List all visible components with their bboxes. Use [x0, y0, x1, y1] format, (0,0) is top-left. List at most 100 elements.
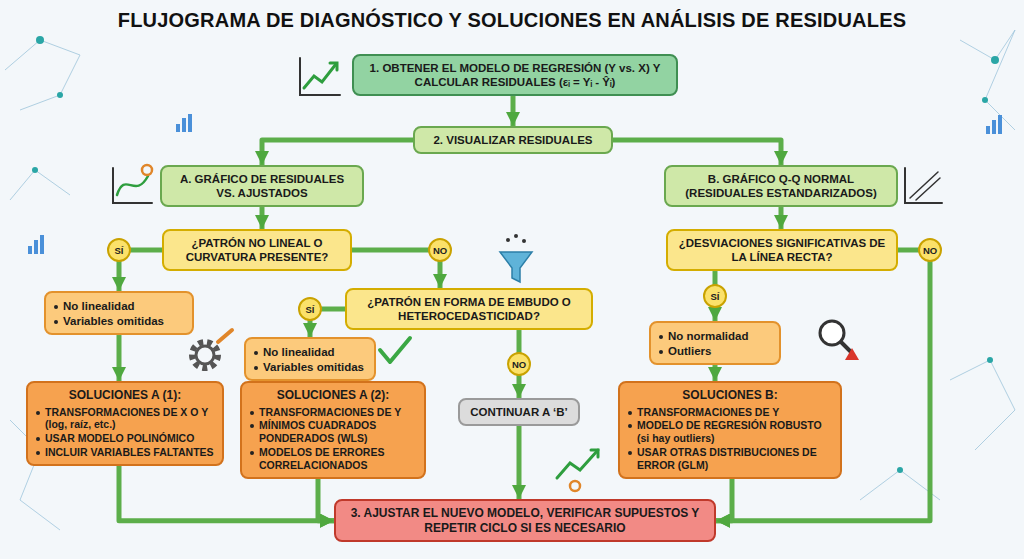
growth-icon	[557, 450, 598, 491]
item-text: No linealidad	[263, 345, 335, 359]
bar	[986, 126, 990, 134]
trend-arrow	[330, 63, 337, 70]
box-heading: SOLUCIONES A (1):	[36, 388, 214, 403]
item-text: TRANSFORMACIONES DE Y	[259, 406, 401, 419]
wrench	[218, 330, 232, 342]
branch-label: NO	[428, 238, 452, 262]
item-text: INCLUIR VARIABLES FALTANTES	[45, 446, 214, 459]
residual-icon	[113, 165, 152, 203]
bullet-dot	[36, 437, 40, 441]
decision-box: ¿DESVIACIONES SIGNIFICATIVAS DE LA LÍNEA…	[666, 229, 898, 271]
bullet-dot	[250, 424, 254, 428]
bullet-dot	[628, 424, 632, 428]
funnel	[500, 252, 532, 282]
branch-label: SÍ	[298, 297, 322, 321]
list-item: USAR MODELO POLINÓMICO	[36, 432, 214, 445]
curve	[117, 176, 148, 195]
box-text: ¿PATRÓN EN FORMA DE EMBUDO O HETEROCEDAS…	[355, 295, 583, 323]
network-dot	[982, 97, 988, 103]
box-text: 2. VISUALIZAR RESIDUALES	[423, 133, 603, 147]
flow-connector	[779, 207, 784, 229]
bar	[34, 240, 38, 254]
solution-box: SOLUCIONES B:TRANSFORMACIONES DE YMODELO…	[618, 381, 842, 479]
item-text: TRANSFORMACIONES DE Y	[637, 406, 779, 419]
network-dot	[36, 36, 44, 44]
bullet-dot	[36, 411, 40, 415]
gear	[570, 481, 580, 491]
funnel-dot	[506, 238, 510, 242]
check-mark	[380, 338, 410, 362]
branch-label: SÍ	[703, 284, 727, 308]
item-text: Outliers	[668, 344, 711, 358]
bullet-dot	[659, 335, 663, 339]
funnel-icon	[500, 234, 532, 282]
process-box: 1. OBTENER EL MODELO DE REGRESIÓN (Y vs.…	[352, 54, 678, 96]
branch-label: SÍ	[107, 238, 131, 262]
bullet-dot	[36, 451, 40, 455]
item-text: Variables omitidas	[63, 314, 164, 328]
result-box: 3. AJUSTAR EL NUEVO MODELO, VERIFICAR SU…	[334, 499, 716, 542]
network-line	[960, 30, 1015, 130]
warning	[845, 348, 859, 360]
bullet-dot	[250, 411, 254, 415]
list-item: Variables omitidas	[54, 314, 184, 328]
plot-box: B. GRÁFICO Q-Q NORMAL (RESIDUALES ESTAND…	[664, 165, 898, 207]
network-decoration	[5, 30, 1015, 530]
item-text: USAR MODELO POLINÓMICO	[45, 432, 194, 445]
item-text: Variables omitidas	[263, 360, 364, 374]
solution-box: SOLUCIONES A (1):TRANSFORMACIONES DE X O…	[26, 381, 224, 466]
network-line	[10, 170, 70, 200]
list-item: Variables omitidas	[254, 360, 366, 374]
list-item: No linealidad	[254, 345, 366, 359]
flow-connector	[352, 250, 440, 288]
chart-icon	[300, 58, 340, 95]
flow-connector	[613, 140, 781, 165]
list-item: MODELO DE REGRESIÓN ROBUSTO (si hay outl…	[628, 419, 832, 445]
handle	[841, 342, 851, 352]
list-item: USAR OTRAS DISTRIBUCIONES DE ERROR (GLM)	[628, 446, 832, 472]
trend-line	[557, 450, 598, 478]
box-text: B. GRÁFICO Q-Q NORMAL (RESIDUALES ESTAND…	[674, 172, 888, 200]
magnifier-icon	[820, 321, 859, 360]
solution-box: SOLUCIONES A (2):TRANSFORMACIONES DE YMÍ…	[240, 381, 426, 479]
qq-icon	[905, 168, 942, 203]
box-text: ¿DESVIACIONES SIGNIFICATIVAS DE LA LÍNEA…	[676, 236, 888, 264]
bar	[188, 114, 192, 132]
axes	[905, 168, 942, 203]
axes	[113, 168, 152, 203]
funnel-dot	[522, 239, 526, 243]
bullet-dot	[254, 366, 258, 370]
network-line	[5, 40, 80, 110]
branch-label: NO	[507, 352, 531, 376]
bullet-dot	[54, 305, 58, 309]
list-item: TRANSFORMACIONES DE Y	[628, 406, 832, 419]
funnel-dot	[514, 234, 518, 238]
list-item: INCLUIR VARIABLES FALTANTES	[36, 446, 214, 459]
item-text: No normalidad	[668, 329, 749, 343]
network-dot	[987, 357, 993, 363]
network-dot	[57, 92, 63, 98]
trend-line	[304, 64, 336, 88]
list-item: TRANSFORMACIONES DE Y	[250, 406, 416, 419]
bullet-dot	[659, 350, 663, 354]
list-item: No linealidad	[54, 299, 184, 313]
flow-connector	[260, 207, 265, 229]
item-text: MODELO DE REGRESIÓN ROBUSTO (si hay outl…	[637, 419, 832, 445]
list-item: No normalidad	[659, 329, 771, 343]
box-heading: SOLUCIONES A (2):	[250, 388, 416, 403]
network-dots	[32, 36, 999, 473]
issue-box: No normalidadOutliers	[649, 321, 781, 365]
plot-box: A. GRÁFICO DE RESIDUALES VS. AJUSTADOS	[160, 165, 364, 207]
continue-box: CONTINUAR A ‘B’	[458, 398, 580, 426]
flow-connector	[262, 140, 413, 165]
box-text: A. GRÁFICO DE RESIDUALES VS. AJUSTADOS	[170, 172, 354, 200]
bullet-dot	[628, 451, 632, 455]
bar	[40, 235, 44, 254]
bullet-dot	[254, 351, 258, 355]
flow-connector	[117, 335, 122, 381]
issue-box: No linealidadVariables omitidas	[44, 291, 194, 335]
gear	[192, 342, 218, 368]
issue-box: No linealidadVariables omitidas	[244, 337, 376, 381]
list-item: Outliers	[659, 344, 771, 358]
